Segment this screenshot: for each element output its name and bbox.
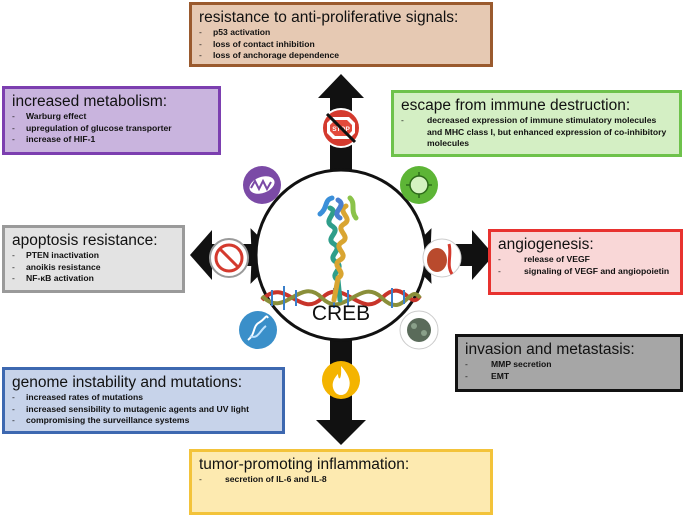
inflammation-box: tumor-promoting inflammation: secretion … [189, 449, 493, 515]
list-item: EMT [465, 371, 673, 383]
invasion-box: invasion and metastasis: MMP secretion E… [455, 334, 683, 392]
list-item: anoikis resistance [12, 262, 175, 274]
apoptosis-box: apoptosis resistance: PTEN inactivation … [2, 225, 185, 293]
list-item: signaling of VEGF and angiopoietin [498, 266, 673, 278]
inflammation-list: secretion of IL-6 and IL-8 [199, 474, 483, 486]
list-item: PTEN inactivation [12, 250, 175, 262]
creb-label: CREB [311, 302, 371, 325]
list-item: Warburg effect [12, 111, 211, 123]
creb-protein-icon [317, 195, 359, 303]
metabolism-box: increased metabolism: Warburg effect upr… [2, 86, 221, 155]
angiogenesis-title: angiogenesis: [498, 236, 594, 253]
list-item: increased sensibility to mutagenic agent… [12, 404, 275, 416]
invasion-list: MMP secretion EMT [465, 359, 673, 382]
blood-vessel-icon [422, 238, 462, 278]
anti-proliferative-list: p53 activation loss of contact inhibitio… [199, 27, 483, 62]
list-item: increase of HIF-1 [12, 134, 211, 146]
list-item: loss of anchorage dependence [199, 50, 483, 62]
flame-icon [322, 361, 360, 399]
immune-escape-box: escape from immune destruction: decrease… [391, 90, 682, 157]
genome-instability-title: genome instability and mutations: [12, 374, 243, 391]
no-sign-icon [209, 238, 249, 278]
angiogenesis-box: angiogenesis: release of VEGF signaling … [488, 229, 683, 295]
list-item: decreased expression of immune stimulato… [401, 115, 672, 150]
genome-instability-box: genome instability and mutations: increa… [2, 367, 285, 434]
anti-proliferative-title: resistance to anti-proliferative signals… [199, 9, 459, 26]
genome-instability-list: increased rates of mutations increased s… [12, 392, 275, 427]
list-item: NF-κB activation [12, 273, 175, 285]
dna-damage-icon [239, 311, 277, 349]
metabolism-title: increased metabolism: [12, 93, 168, 110]
angiogenesis-list: release of VEGF signaling of VEGF and an… [498, 254, 673, 277]
list-item: loss of contact inhibition [199, 39, 483, 51]
virus-icon [400, 166, 438, 204]
metabolism-list: Warburg effect upregulation of glucose t… [12, 111, 211, 146]
list-item: compromising the surveillance systems [12, 415, 275, 427]
stop-sign-icon: STOP [321, 108, 361, 148]
apoptosis-list: PTEN inactivation anoikis resistance NF-… [12, 250, 175, 285]
invasion-title: invasion and metastasis: [465, 341, 635, 358]
immune-escape-list: decreased expression of immune stimulato… [401, 115, 672, 150]
list-item: increased rates of mutations [12, 392, 275, 404]
list-item: secretion of IL-6 and IL-8 [199, 474, 483, 486]
dna-helix-icon [260, 286, 422, 310]
list-item: release of VEGF [498, 254, 673, 266]
inflammation-title: tumor-promoting inflammation: [199, 456, 410, 473]
list-item: p53 activation [199, 27, 483, 39]
mitochondrion-icon [243, 166, 281, 204]
list-item: MMP secretion [465, 359, 673, 371]
cancer-cell-icon [399, 310, 439, 350]
apoptosis-title: apoptosis resistance: [12, 232, 158, 249]
anti-proliferative-box: resistance to anti-proliferative signals… [189, 2, 493, 67]
immune-escape-title: escape from immune destruction: [401, 97, 631, 114]
list-item: upregulation of glucose transporter [12, 123, 211, 135]
